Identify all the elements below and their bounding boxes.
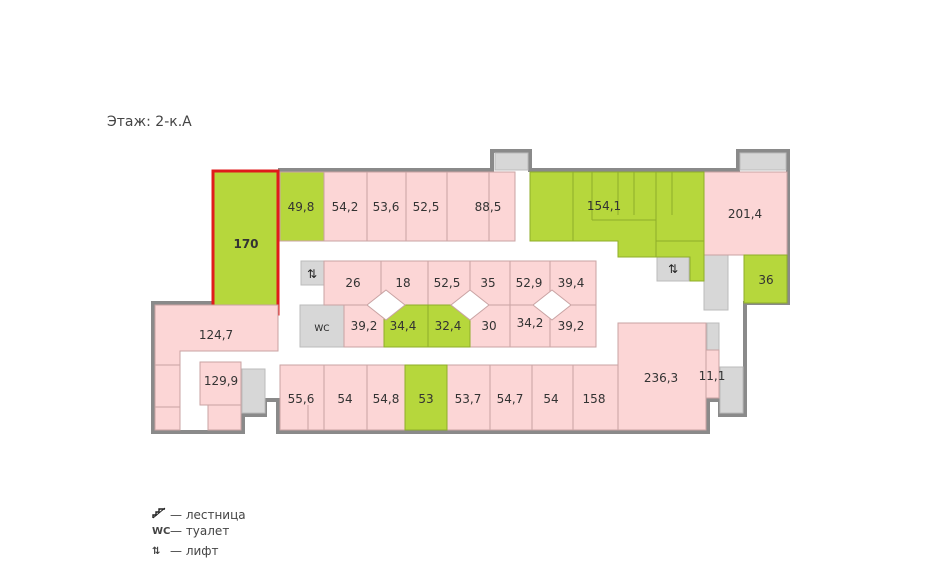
legend-stairs-label: — лестница (170, 507, 246, 522)
room-158-label: 158 (583, 392, 606, 406)
room-154-1-label: 154,1 (587, 199, 621, 213)
room-35-label: 35 (480, 276, 495, 290)
room-36[interactable] (743, 254, 788, 304)
room-34-2-label: 34,2 (517, 316, 544, 330)
room-53-label: 53 (418, 392, 433, 406)
room-54-8-label: 54,8 (373, 392, 400, 406)
floor-label: Этаж: 2-к.А (107, 114, 192, 130)
room-154-1[interactable] (529, 171, 705, 282)
elevator-legend-icon: ⇅ (152, 545, 161, 557)
room-54-7[interactable] (489, 364, 533, 431)
stairs-icon (152, 507, 170, 522)
atriums (366, 289, 572, 321)
legend-wc-label: — туалет (170, 524, 230, 538)
room-26-label: 26 (345, 276, 360, 290)
room-129-9[interactable] (199, 361, 242, 406)
room-53-7-label: 53,7 (455, 392, 482, 406)
room-236-3[interactable] (617, 322, 707, 431)
room-18-label: 18 (395, 276, 410, 290)
wc-icon: WC (314, 324, 329, 334)
room-170-label: 170 (233, 237, 258, 251)
room-52-5-top-label: 52,5 (413, 200, 440, 214)
room-11-1[interactable] (705, 349, 720, 399)
room-54-2-label: 54,2 (332, 200, 359, 214)
elevator-icon-right: ⇅ (668, 262, 678, 276)
room-54-8[interactable] (366, 364, 406, 431)
room-39-2-left-label: 39,2 (351, 319, 378, 333)
room-32-4-label: 32,4 (435, 319, 462, 333)
legend-elevator-label: — лифт (170, 544, 219, 558)
room-88-5-label: 88,5 (475, 200, 502, 214)
room-39-2-right-label: 39,2 (558, 319, 585, 333)
room-129-9-label: 129,9 (204, 374, 238, 388)
wc-legend-icon: WC (152, 525, 171, 537)
legend-stairs: — лестница (152, 507, 246, 522)
legend-wc: WC — туалет (152, 524, 229, 538)
room-53[interactable] (404, 364, 448, 431)
room-36-label: 36 (758, 273, 773, 287)
room-201-4[interactable] (703, 171, 788, 256)
room-34-4-label: 34,4 (390, 319, 417, 333)
room-52-5-center-label: 52,5 (434, 276, 461, 290)
room-124-7[interactable] (154, 304, 279, 431)
room-52-9-label: 52,9 (516, 276, 543, 290)
room-55-6-label: 55,6 (288, 392, 315, 406)
room-53-6-label: 53,6 (373, 200, 400, 214)
room-30-label: 30 (481, 319, 496, 333)
elevator-icon: ⇅ (307, 267, 317, 281)
room-53-6[interactable] (366, 171, 407, 242)
room-11-1-label: 11,1 (699, 369, 726, 383)
room-236-3-label: 236,3 (644, 371, 678, 385)
room-49-8-label: 49,8 (288, 200, 315, 214)
room-54-b-label: 54 (543, 392, 558, 406)
room-88-5[interactable] (446, 171, 516, 242)
room-124-7-label: 124,7 (199, 328, 233, 342)
room-49-8[interactable] (279, 171, 325, 242)
room-54-b[interactable] (531, 364, 574, 431)
room-54-7-label: 54,7 (497, 392, 524, 406)
room-54-a-label: 54 (337, 392, 352, 406)
room-39-4-label: 39,4 (558, 276, 585, 290)
room-52-5-top[interactable] (405, 171, 448, 242)
room-39-2-left[interactable] (343, 304, 385, 348)
room-158[interactable] (572, 364, 619, 431)
room-55-6[interactable] (279, 364, 325, 431)
room-26[interactable] (323, 260, 382, 306)
legend-elevator: ⇅ — лифт (152, 544, 219, 558)
room-201-4-label: 201,4 (728, 207, 762, 221)
